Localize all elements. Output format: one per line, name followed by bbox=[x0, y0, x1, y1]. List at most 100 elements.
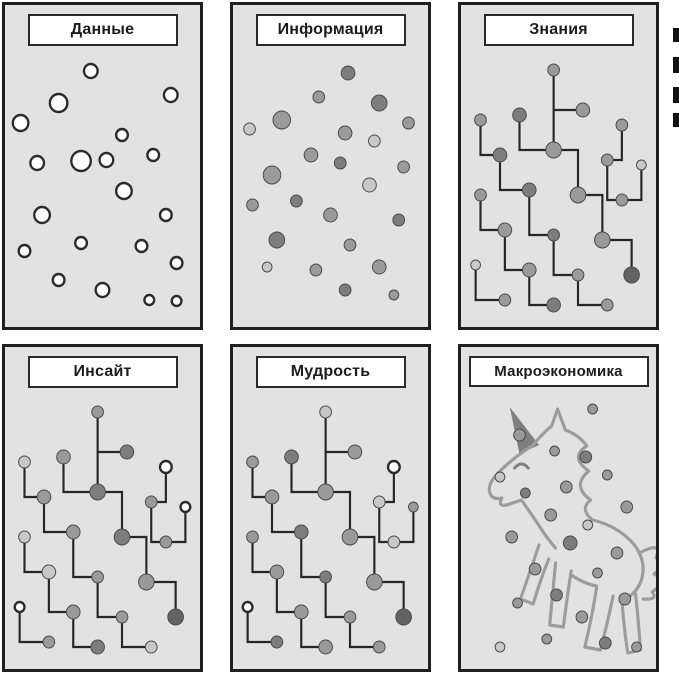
dot bbox=[343, 238, 357, 252]
panel-information-title: Информация bbox=[255, 14, 406, 47]
dot bbox=[545, 141, 562, 159]
dot bbox=[579, 450, 593, 464]
connector-line bbox=[120, 617, 152, 649]
dot bbox=[550, 588, 563, 602]
knowledge-network-canvas bbox=[470, 63, 647, 313]
dot bbox=[541, 633, 553, 645]
dot bbox=[115, 610, 129, 624]
dot bbox=[575, 102, 591, 118]
dot bbox=[372, 495, 386, 509]
dot bbox=[575, 610, 589, 624]
dot bbox=[571, 268, 585, 282]
insight-network-canvas bbox=[13, 405, 192, 655]
dot bbox=[587, 403, 598, 415]
dot bbox=[114, 127, 130, 143]
dot bbox=[397, 160, 410, 174]
dot bbox=[601, 469, 613, 481]
edge-artifact bbox=[673, 57, 679, 73]
connector-line bbox=[251, 537, 277, 574]
dot bbox=[268, 231, 286, 249]
connector-line bbox=[518, 115, 554, 152]
dot bbox=[513, 428, 526, 442]
dot bbox=[29, 154, 46, 172]
dot bbox=[91, 405, 104, 419]
dot bbox=[82, 62, 99, 80]
unicorn-doodle-canvas bbox=[487, 403, 656, 655]
dot bbox=[569, 186, 587, 204]
connector-line bbox=[47, 572, 74, 614]
dot bbox=[323, 207, 338, 223]
dot bbox=[144, 640, 158, 654]
connector-line bbox=[479, 195, 505, 232]
dot bbox=[333, 156, 347, 170]
dot bbox=[246, 455, 259, 469]
dot bbox=[370, 94, 388, 112]
dot bbox=[51, 272, 66, 288]
dot bbox=[134, 238, 149, 254]
information-dots-canvas bbox=[243, 65, 415, 301]
unicorn-sketch-back bbox=[591, 518, 645, 602]
dot bbox=[392, 213, 406, 227]
dot bbox=[293, 524, 309, 540]
dot bbox=[114, 181, 133, 201]
dot bbox=[270, 635, 284, 649]
dot bbox=[36, 489, 52, 505]
dot bbox=[547, 228, 560, 242]
dot bbox=[338, 283, 352, 297]
dot bbox=[600, 298, 614, 312]
panel-insight: Инсайт bbox=[2, 344, 203, 672]
edge-artifact bbox=[673, 87, 679, 103]
connector-line bbox=[528, 270, 554, 307]
dot bbox=[618, 592, 632, 606]
dot bbox=[312, 90, 326, 104]
dot bbox=[303, 147, 319, 163]
connector-line bbox=[324, 577, 350, 619]
connector-line bbox=[165, 507, 187, 544]
unicorn-sketch-front-leg2 bbox=[548, 561, 573, 629]
dot bbox=[18, 530, 31, 544]
connector-line bbox=[374, 580, 405, 617]
panel-macroeconomics-title: Макроэкономика bbox=[468, 356, 649, 388]
dot bbox=[600, 153, 614, 167]
dot bbox=[290, 194, 303, 208]
unicorn-sketch-hind-leg bbox=[583, 586, 615, 652]
dot bbox=[636, 159, 647, 171]
unicorn-sketch-horn bbox=[509, 407, 539, 454]
dot bbox=[319, 405, 332, 419]
connector-line bbox=[246, 607, 277, 644]
dot bbox=[494, 471, 506, 483]
dot bbox=[343, 610, 357, 624]
dot bbox=[70, 149, 92, 173]
dot bbox=[347, 444, 363, 460]
dot bbox=[91, 570, 104, 584]
dot bbox=[387, 535, 401, 549]
dot bbox=[74, 235, 89, 251]
connector-line bbox=[23, 537, 49, 574]
dot bbox=[48, 92, 69, 114]
dot bbox=[386, 459, 401, 475]
dot bbox=[169, 255, 184, 271]
panel-knowledge-title: Знания bbox=[483, 14, 634, 47]
panel-wisdom: Мудрость bbox=[230, 344, 431, 672]
dot bbox=[371, 259, 387, 275]
wisdom-network-canvas bbox=[241, 405, 419, 655]
dot bbox=[562, 535, 578, 551]
dot bbox=[594, 231, 611, 249]
dot bbox=[631, 641, 642, 653]
dot bbox=[610, 546, 624, 560]
dot bbox=[615, 193, 629, 207]
dot bbox=[592, 567, 603, 579]
panel-information: Информация bbox=[230, 2, 431, 330]
dot bbox=[341, 528, 359, 546]
dot bbox=[158, 207, 173, 223]
dot bbox=[544, 508, 558, 522]
connector-line bbox=[72, 532, 98, 579]
dot bbox=[319, 570, 332, 584]
connector-line bbox=[576, 275, 608, 307]
dot bbox=[13, 600, 26, 614]
dot bbox=[18, 455, 31, 469]
dot bbox=[372, 640, 386, 654]
dot bbox=[474, 188, 487, 202]
dot bbox=[293, 604, 309, 620]
